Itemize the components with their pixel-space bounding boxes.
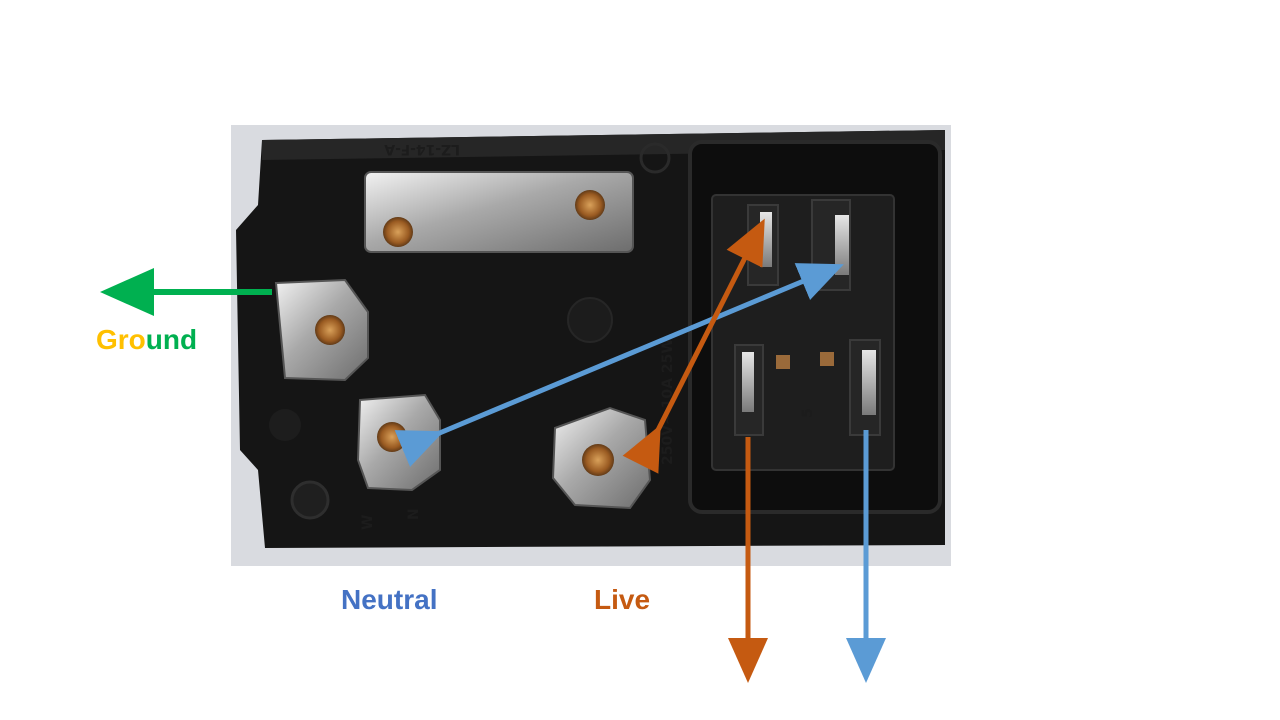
switch-marking: 5 [800,408,816,418]
terminal-w-marking: W [360,515,376,530]
ground-label-part1: Gro [96,324,146,355]
live-bidirectional-arrow [622,218,765,474]
neutral-label: Neutral [341,584,438,615]
rocker-switch-housing: 5 [688,140,942,514]
live-label: Live [594,584,651,615]
ground-label: Ground [96,324,197,356]
ground-label-part3: nd [162,324,198,355]
fuse-bridge-terminal [364,171,634,253]
ground-label-part2: u [145,324,163,355]
neutral-terminal [356,393,441,492]
live-terminal [551,406,652,510]
model-marking: LZ-14-F-A [384,141,460,157]
socket-photo: LZ-14-F-A 250V~ 10A 25W N W [231,125,951,566]
terminal-n-marking: N [406,508,422,520]
ground-terminal [274,278,369,382]
